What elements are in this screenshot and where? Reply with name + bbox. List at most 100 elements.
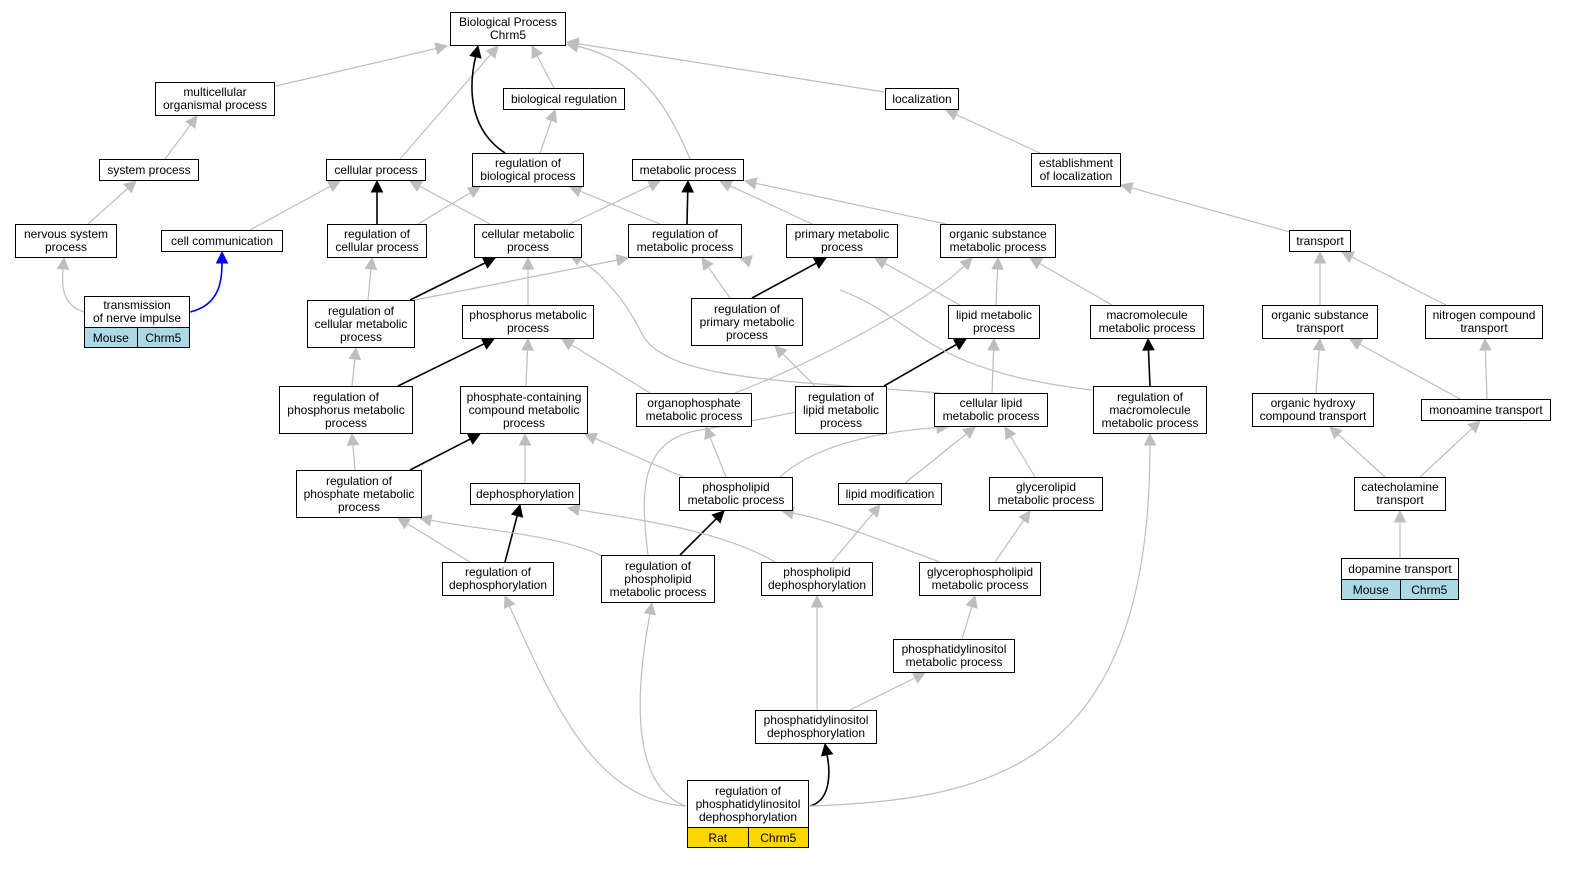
arrowhead [346,432,360,446]
arrowhead [434,42,449,55]
gene-label: Chrm5 [1399,580,1459,599]
edge-phoslipdephos-to-dephos [566,503,776,563]
go-term-regphosino[interactable]: regulation of phosphatidylinositol depho… [687,780,809,828]
arrowhead [1467,420,1481,434]
arrowhead [503,594,516,610]
edge-regphosmet-to-regcellmet [348,346,362,387]
go-term-regprim[interactable]: regulation of primary metabolic process [691,298,803,346]
arrowhead [566,503,581,517]
species-label: Rat [708,830,728,845]
arrowhead [469,44,482,59]
go-term-regdephos[interactable]: regulation of dephosphorylation [442,562,554,596]
edge-reglip-to-regprim [774,345,816,387]
go-term-multi[interactable]: multicellular organismal process [155,82,275,116]
edge-regcell-to-regbio [417,186,481,225]
arrowhead [409,180,424,193]
go-term-transnerve[interactable]: transmission of nerve impulse [84,296,190,328]
go-term-phospholip[interactable]: phospholipid metabolic process [679,477,793,511]
go-term-regmet[interactable]: regulation of metabolic process [628,224,742,258]
go-term-phosinodephos[interactable]: phosphatidylinositol dephosphorylation [755,710,877,744]
go-term-phosmet[interactable]: phosphorus metabolic process [462,305,594,339]
arrowhead [397,517,412,530]
go-term-phoslipdephos[interactable]: phospholipid dephosphorylation [761,562,873,596]
go-term-glycerolip[interactable]: glycerolipid metabolic process [989,477,1103,511]
arrowhead [944,109,960,121]
go-term-estloc[interactable]: establishment of localization [1031,153,1121,187]
go-term-glycerophos[interactable]: glycerophospholipid metabolic process [919,562,1041,596]
edge-regdephos-to-dephos [504,503,524,563]
go-term-primmet[interactable]: primary metabolic process [786,224,898,258]
go-term-organophos[interactable]: organophosphate metabolic process [636,393,752,427]
go-term-local[interactable]: localization [885,88,959,110]
go-term-orgsub[interactable]: organic substance metabolic process [940,224,1056,258]
edge-metab-to-bp [565,40,691,160]
go-term-nervous[interactable]: nervous system process [15,224,117,258]
go-term-dopamine[interactable]: dopamine transport [1341,558,1459,580]
edge-regmacro-to-regmet [738,255,1093,391]
go-term-sysproc[interactable]: system process [99,159,199,181]
go-term-regphosmet[interactable]: regulation of phosphorus metabolic proce… [279,386,413,434]
edge-regphospholip-to-regphosph [418,514,603,557]
arrowhead [774,345,788,359]
go-term-orghydroxy[interactable]: organic hydroxy compound transport [1252,393,1374,427]
go-term-metab[interactable]: metabolic process [632,159,744,181]
go-term-regphosph[interactable]: regulation of phosphate metabolic proces… [296,470,422,518]
arrowhead [615,254,630,267]
go-term-regphospholip[interactable]: regulation of phospholipid metabolic pro… [601,555,715,603]
gene-label: Chrm5 [747,828,809,847]
arrowhead [466,186,481,199]
arrowhead [1341,251,1356,263]
go-term-phoscont[interactable]: phosphate-containing compound metabolic … [460,386,588,434]
go-term-regcell[interactable]: regulation of cellular process [327,224,427,258]
go-term-catechol[interactable]: catecholamine transport [1354,477,1446,511]
go-term-lipmod[interactable]: lipid modification [838,483,942,505]
go-term-dephos[interactable]: dephosphorylation [470,483,580,505]
edge-cellproc-to-bp [399,45,499,160]
go-term-cellmet[interactable]: cellular metabolic process [474,224,582,258]
edge-regphosph-to-phoscont [409,433,481,471]
go-term-orgsubtrans[interactable]: organic substance transport [1262,305,1378,339]
edge-regphosino-to-regmacro [809,432,1157,807]
edge-cellmet-to-metab [569,180,662,225]
edge-monoamine-to-nitrotrans [1479,337,1492,400]
go-term-bioreg[interactable]: biological regulation [503,88,625,110]
go-term-monoamine[interactable]: monoamine transport [1421,399,1551,421]
arrowhead [418,514,433,527]
go-term-cellproc[interactable]: cellular process [326,159,426,181]
arrowhead [991,256,1004,270]
edge-phospholip-to-organophos [704,425,727,478]
go-term-regbio[interactable]: regulation of biological process [472,153,584,187]
go-term-lipmet[interactable]: lipid metabolic process [948,305,1040,339]
arrowhead [561,338,576,351]
edge-orgsub-to-metab [743,177,947,225]
arrowhead [867,504,881,518]
edge-transnerve-to-nervous [56,256,85,313]
edge-regcellmet-to-regmet [414,254,630,301]
edge-phosinomet-to-glycerophos [961,594,978,640]
go-term-cellcomm[interactable]: cell communication [161,230,283,252]
go-term-nitrotrans[interactable]: nitrogen compound transport [1425,305,1543,339]
edge-multi-to-bp [275,42,449,87]
arrowhead [810,594,824,608]
edge-regbio-to-bioreg [539,108,558,154]
arrowhead [565,40,580,53]
go-term-macromet[interactable]: macromolecule metabolic process [1090,305,1204,339]
go-term-celllip[interactable]: cellular lipid metabolic process [934,393,1048,427]
arrowhead [812,257,827,270]
arrowhead [510,503,524,518]
edge-regphospholip-to-phospholip [679,510,725,556]
arrowhead [364,256,378,271]
edge-regprim-to-regmet [701,257,731,299]
arrowhead [1143,432,1157,446]
go-term-regmacro[interactable]: regulation of macromolecule metabolic pr… [1093,386,1207,434]
arrowhead [521,337,534,351]
go-term-regcellmet[interactable]: regulation of cellular metabolic process [307,300,415,348]
arrowhead [1142,337,1155,351]
go-term-transport[interactable]: transport [1289,230,1351,252]
edge-dephos-to-phoscont [518,432,532,483]
go-term-bp[interactable]: Biological Process Chrm5 [450,12,566,46]
go-term-phosinomet[interactable]: phosphatidylinositol metabolic process [893,639,1015,673]
go-term-reglip[interactable]: regulation of lipid metabolic process [795,386,887,434]
arrowhead [1312,337,1326,351]
